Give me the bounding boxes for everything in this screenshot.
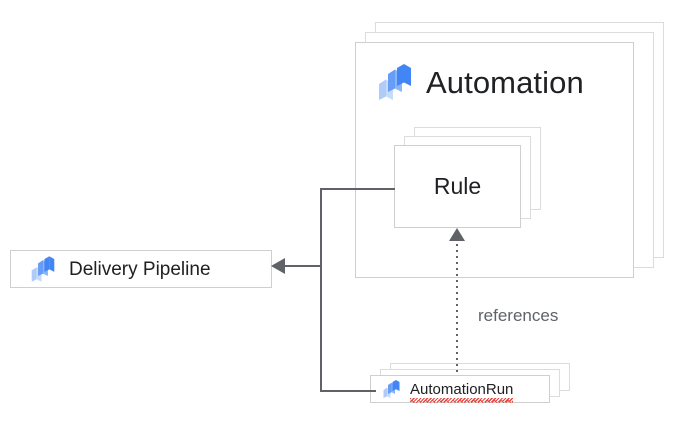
connector-trunk — [320, 188, 322, 392]
spellcheck-underline-icon — [410, 399, 514, 403]
google-cloud-deploy-icon — [31, 256, 55, 282]
connector-references-dotted — [456, 238, 458, 376]
rule-label: Rule — [433, 173, 482, 199]
automation-run-label: AutomationRun — [410, 382, 514, 403]
connector-trunk-to-delivery-pipeline — [284, 265, 322, 267]
rule-box[interactable]: Rule — [394, 145, 521, 228]
automation-label: Automation — [426, 64, 584, 100]
arrowhead-left-icon — [271, 258, 285, 274]
automation-header: Automation — [378, 64, 584, 100]
automation-run-box[interactable]: AutomationRun — [370, 375, 550, 403]
connector-rule-to-trunk — [320, 188, 395, 190]
delivery-pipeline-box[interactable]: Delivery Pipeline — [10, 250, 272, 288]
delivery-pipeline-label: Delivery Pipeline — [69, 258, 211, 280]
references-edge-label: references — [478, 306, 559, 325]
google-cloud-deploy-icon — [383, 380, 400, 398]
connector-trunk-to-automation-run — [320, 390, 376, 392]
google-cloud-deploy-icon — [378, 64, 412, 100]
arrowhead-up-icon — [449, 228, 465, 241]
